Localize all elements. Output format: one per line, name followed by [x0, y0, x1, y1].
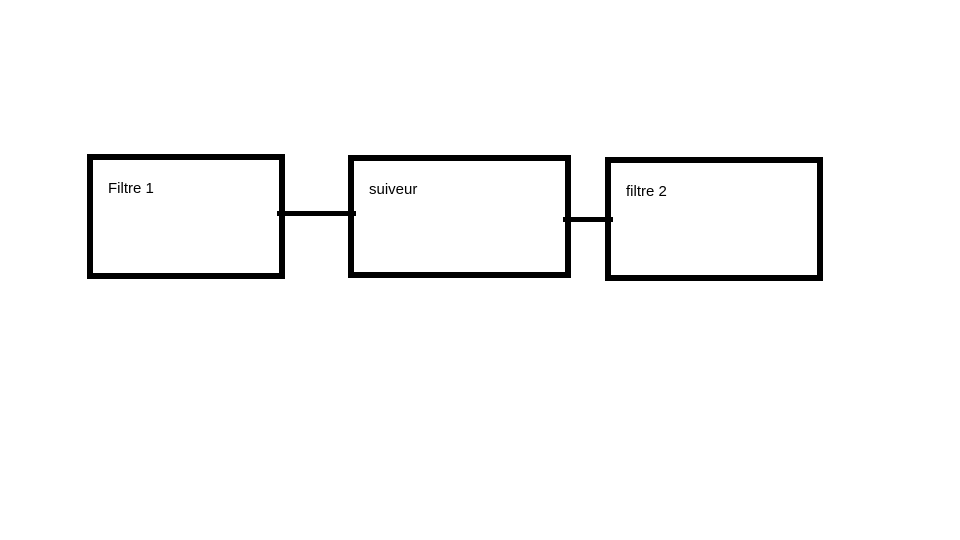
- block-filtre-1: Filtre 1: [87, 154, 285, 279]
- connector-filtre-1-to-suiveur: [277, 211, 356, 216]
- block-filtre-2-label: filtre 2: [626, 183, 667, 200]
- block-suiveur: suiveur: [348, 155, 571, 278]
- block-filtre-1-label: Filtre 1: [108, 180, 154, 197]
- connector-suiveur-to-filtre-2: [563, 217, 613, 222]
- block-suiveur-label: suiveur: [369, 181, 418, 198]
- block-filtre-2: filtre 2: [605, 157, 823, 281]
